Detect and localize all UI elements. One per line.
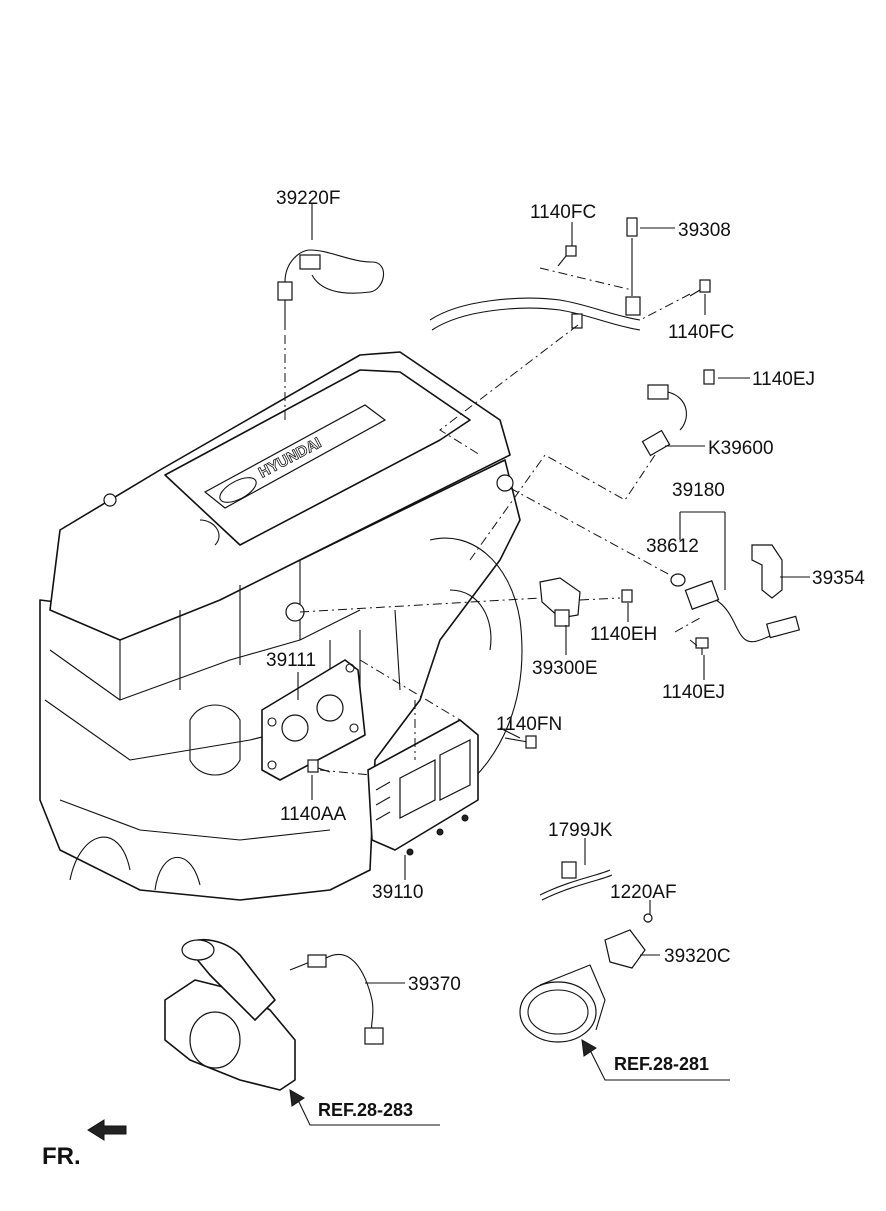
bolt-1140FC-top bbox=[557, 245, 577, 267]
label-1140AA: 1140AA bbox=[280, 804, 347, 825]
front-label: FR. bbox=[42, 1143, 81, 1170]
label-39308: 39308 bbox=[678, 220, 731, 241]
sensor-39180 bbox=[670, 573, 801, 643]
label-1140FC-right: 1140FC bbox=[668, 322, 734, 343]
label-1799JK: 1799JK bbox=[548, 820, 613, 841]
label-39180: 39180 bbox=[672, 480, 725, 501]
bracket-39354 bbox=[751, 544, 783, 599]
label-39110: 39110 bbox=[372, 882, 423, 903]
label-39220F: 39220F bbox=[276, 188, 340, 209]
bolt-1140EH bbox=[621, 589, 633, 603]
air-flow-sensor bbox=[519, 913, 653, 1043]
label-1140EH: 1140EH bbox=[590, 624, 657, 645]
label-39370: 39370 bbox=[408, 974, 461, 995]
bolt-1140EJ-bottom bbox=[695, 637, 709, 655]
label-1220AF: 1220AF bbox=[610, 882, 677, 903]
label-K39600: K39600 bbox=[708, 438, 774, 459]
bolt-1140FN bbox=[504, 735, 537, 749]
label-39320C: 39320C bbox=[664, 946, 731, 967]
engine-block: HYUNDAI bbox=[39, 351, 523, 901]
water-outlet-39370 bbox=[164, 939, 384, 1091]
rail-assembly bbox=[429, 217, 641, 331]
leader-lines bbox=[289, 204, 810, 1126]
front-arrow-icon bbox=[87, 1119, 127, 1141]
label-1140EJ-top: 1140EJ bbox=[752, 369, 815, 390]
bolt-1140FC-right bbox=[689, 279, 711, 297]
label-38612: 38612 bbox=[646, 536, 699, 557]
gasket bbox=[261, 659, 366, 781]
clip-1799JK bbox=[539, 861, 613, 901]
label-39300E: 39300E bbox=[532, 658, 598, 679]
part-labels: 39220F 1140FC 39308 1140FC 1140EJ K39600… bbox=[42, 188, 865, 1170]
assembly-lines bbox=[284, 267, 701, 776]
sensor-39300E bbox=[539, 577, 581, 627]
label-1140FN: 1140FN bbox=[496, 714, 562, 735]
label-1140EJ-bottom: 1140EJ bbox=[662, 682, 725, 703]
label-39111: 39111 bbox=[266, 650, 316, 671]
sensor-K39600 bbox=[641, 369, 715, 457]
ecu-module bbox=[367, 719, 479, 856]
ref-28-281: REF.28-281 bbox=[614, 1054, 709, 1074]
label-1140FC-top: 1140FC bbox=[530, 202, 596, 223]
ref-28-283: REF.28-283 bbox=[318, 1100, 413, 1120]
sensor-39220F bbox=[277, 249, 384, 330]
label-39354: 39354 bbox=[812, 568, 865, 589]
